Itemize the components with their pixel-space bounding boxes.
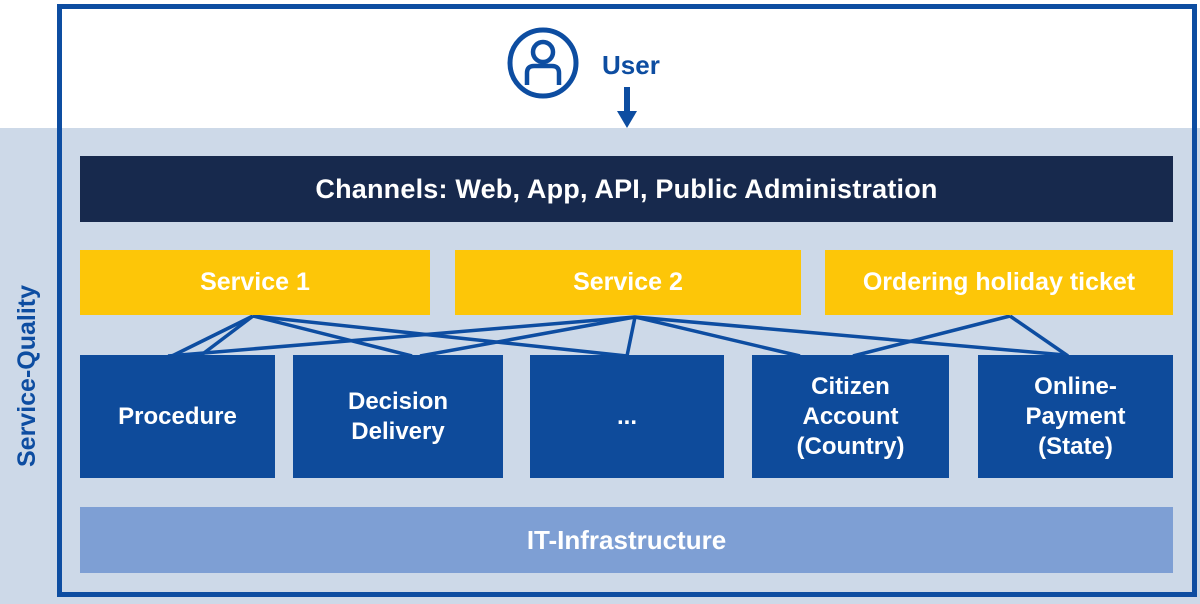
- user-label: User: [602, 50, 660, 80]
- connector-line: [198, 314, 255, 358]
- component-box-decision-delivery: Decision Delivery: [293, 355, 503, 478]
- service-box-ordering-holiday-ticket: Ordering holiday ticket: [825, 250, 1173, 315]
- component-box-procedure: Procedure: [80, 355, 275, 478]
- component-box-citizen-account: Citizen Account (Country): [752, 355, 949, 478]
- connector-line: [171, 314, 254, 358]
- connector-line: [1009, 314, 1069, 358]
- user-group: User: [505, 25, 765, 135]
- component-box-ellipsis: ...: [530, 355, 724, 478]
- connector-line: [419, 315, 636, 358]
- user-icon: [507, 27, 637, 128]
- connector-line: [634, 315, 1066, 357]
- component-box-online-payment: Online- Payment (State): [978, 355, 1173, 478]
- down-arrow-icon: [617, 87, 637, 128]
- service-quality-label: Service-Quality: [12, 284, 41, 468]
- connector-line: [634, 315, 801, 358]
- connector-line: [167, 315, 636, 358]
- it-infrastructure-bar: IT-Infrastructure: [80, 507, 1173, 573]
- service-box-service-2: Service 2: [455, 250, 801, 315]
- outer-frame-border: [57, 4, 1197, 597]
- connector-line: [852, 314, 1011, 358]
- channels-bar: Channels: Web, App, API, Public Administ…: [80, 156, 1173, 222]
- service-box-service-1: Service 1: [80, 250, 430, 315]
- connector-line: [625, 316, 637, 357]
- connector-line: [252, 314, 413, 358]
- connector-line: [252, 314, 628, 358]
